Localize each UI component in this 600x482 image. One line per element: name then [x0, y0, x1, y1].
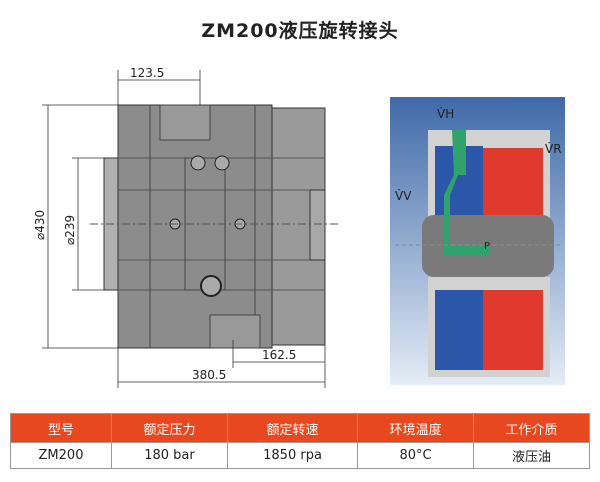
- table-row: ZM200 180 bar 1850 rpa 80°C 液压油: [9, 442, 590, 469]
- header-medium: 工作介质: [473, 413, 590, 443]
- header-speed: 额定转速: [226, 413, 359, 443]
- header-temperature: 环境温度: [357, 413, 475, 443]
- technical-drawing: 123.5 162.5 380.5 ⌀430 ⌀239 V̇H V̇R V̇V …: [33, 66, 565, 388]
- label-vh: V̇H: [437, 107, 454, 121]
- dim-length-total: 380.5: [192, 368, 226, 382]
- cell-model: ZM200: [9, 442, 113, 469]
- cell-medium: 液压油: [473, 442, 590, 469]
- body-main: [117, 104, 273, 349]
- header-model: 型号: [9, 413, 113, 443]
- label-vr: V̇R: [545, 142, 562, 156]
- label-p: P: [484, 241, 490, 252]
- dim-length-top: 123.5: [130, 66, 164, 80]
- table-header-row: 型号 额定压力 额定转速 环境温度 工作介质: [9, 413, 590, 443]
- dim-diameter-inner: ⌀239: [63, 215, 77, 245]
- spec-table: 型号 额定压力 额定转速 环境温度 工作介质 ZM200 180 bar 185…: [9, 413, 590, 469]
- dim-diameter-outer: ⌀430: [33, 210, 47, 240]
- dim-length-right: 162.5: [262, 348, 296, 362]
- cell-speed: 1850 rpa: [226, 442, 359, 469]
- section-view: [390, 97, 565, 385]
- cell-temperature: 80°C: [357, 442, 475, 469]
- page-title: ZM200液压旋转接头: [201, 20, 399, 42]
- header-pressure: 额定压力: [111, 413, 228, 443]
- cell-pressure: 180 bar: [111, 442, 228, 469]
- label-vv: V̇V: [395, 189, 412, 203]
